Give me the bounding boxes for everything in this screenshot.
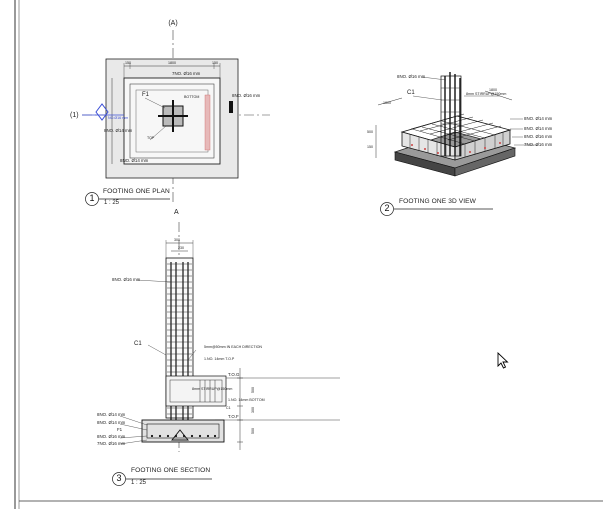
3d-stirrup: 8mm STIRRUP@150mm — [466, 92, 507, 96]
plan-view-number: 1 — [89, 193, 95, 203]
section-footing-dots — [150, 434, 217, 438]
3d-dim-top — [377, 97, 403, 106]
3d-label-right-1: 8NO. Ø14 mm — [524, 116, 553, 121]
section-col-bars — [170, 262, 189, 440]
section-stirrup-note: 5mm@50mm IN EACH DIRECTION — [204, 345, 262, 349]
plan-rebar-right: 8NO. Ø16 mm — [232, 93, 261, 98]
plan-bottom-tag: BOTTOM — [184, 95, 200, 99]
plan-view-scale: 1 : 25 — [104, 200, 120, 206]
section-hook — [171, 429, 189, 441]
3d-label-right-4: 7NO. Ø16 mm — [524, 142, 553, 147]
3d-column — [440, 72, 462, 157]
mouse-cursor-icon — [497, 352, 509, 369]
plan-column-tag: F1 — [142, 92, 150, 98]
section-view-title: FOOTING ONE SECTION — [131, 467, 211, 474]
section-label-left-1: 8NO. Ø14 mm — [97, 412, 126, 417]
section-side-dim-1: 500 — [251, 387, 255, 393]
leader — [149, 125, 167, 141]
plan-hatch — [204, 94, 211, 151]
3d-cage-dots — [411, 142, 501, 154]
grid-bubble-a: (A) — [168, 20, 177, 27]
section-mid-note-2: 1.NO. 14mm BOTTOM — [228, 398, 265, 402]
section-dim-230: 230 — [178, 246, 184, 250]
section-footing — [141, 419, 225, 443]
3d-view-number: 2 — [384, 203, 390, 213]
section-grid-a-label: A — [174, 209, 179, 216]
plan-dim-1: 150 — [125, 61, 131, 65]
plan-view-bubble — [85, 192, 99, 206]
plan-rebar-bottom: 8NO. Ø14 mm — [120, 158, 149, 163]
section-mid-note-3: C1 — [226, 406, 231, 410]
section-view[interactable] — [112, 222, 341, 486]
leader — [144, 97, 166, 109]
plan-selected-tag[interactable]: NO.Ø16 mm — [108, 116, 129, 120]
plan-dim-3: 150 — [212, 61, 218, 65]
section-leaders — [119, 279, 197, 445]
3d-dim-3: 150 — [367, 145, 373, 149]
section-view-scale: 1 : 25 — [131, 480, 147, 486]
section-label-left-2: 8NO. Ø14 mm — [97, 420, 126, 425]
section-label-left-5: 7NO. Ø16 mm — [97, 441, 126, 446]
plan-rebar-left: 8NO. Ø14 mm — [104, 128, 133, 133]
section-pedestal-ticks — [199, 380, 216, 402]
3d-dim-2: 1800 — [489, 88, 497, 92]
3d-label-right-3: 8NO. Ø16 mm — [524, 134, 553, 139]
3d-view[interactable] — [375, 72, 538, 216]
section-footing-bars — [146, 423, 220, 439]
section-mid-note-1: 8mm STIRRUP@150mm — [192, 387, 233, 391]
selected-marker[interactable] — [95, 103, 109, 121]
section-tof: T.O.F — [228, 414, 239, 419]
3d-col-rebar: 8NO. Ø16 mm — [397, 74, 426, 79]
section-pedestal — [165, 375, 227, 407]
plan-dim-2: 1800 — [168, 61, 176, 65]
3d-leaders — [412, 76, 538, 146]
3d-view-title: FOOTING ONE 3D VIEW — [399, 198, 477, 205]
section-dim-300: 300 — [174, 238, 180, 242]
section-col-rebar: 8NO. Ø16 mm — [112, 277, 141, 282]
section-pedestal-bars — [169, 379, 223, 403]
footing-inner — [129, 83, 215, 159]
plan-top-tag: TOP — [147, 136, 155, 140]
section-mark — [229, 101, 233, 113]
section-column-tag: C1 — [134, 341, 142, 347]
3d-view-bubble — [380, 202, 394, 216]
3d-dim-1: 1800 — [383, 101, 391, 105]
section-tog: T.O.G — [228, 372, 240, 377]
section-label-left-4: 8NO. Ø16 mm — [97, 434, 126, 439]
plan-rebar-top: 7NO. Ø16 mm — [172, 71, 201, 76]
section-side-dim-3: 500 — [251, 428, 255, 434]
3d-column-tag: C1 — [407, 90, 415, 96]
3d-dim-4: 500 — [367, 130, 373, 134]
3d-slab-side — [454, 147, 516, 177]
plan-view[interactable]: (A) (1) — [70, 20, 270, 206]
plan-view-title: FOOTING ONE PLAN — [103, 188, 170, 195]
section-chair-note: 1.NO. 14mm T.O.P — [204, 357, 235, 361]
3d-label-right-2: 8NO. Ø14 mm — [524, 126, 553, 131]
3d-dim-right — [484, 90, 513, 101]
section-label-left-3: F1 — [117, 427, 123, 432]
section-view-bubble — [112, 472, 126, 486]
grid-bubble-1: (1) — [70, 112, 79, 119]
section-view-number: 3 — [116, 473, 122, 483]
section-side-dim-2: 300 — [251, 407, 255, 413]
